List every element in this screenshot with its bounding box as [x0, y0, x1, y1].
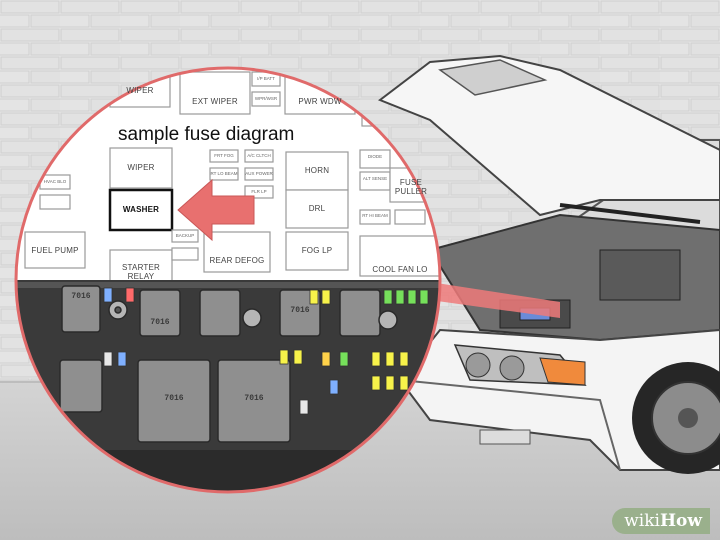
small-fuse-label: BACKUP	[175, 233, 195, 238]
fuse-label-pwr-wdw: PWR WDW	[298, 97, 342, 106]
small-fuse-label: AUX POWER	[245, 171, 273, 176]
small-fuse-label: ALT SENSE	[362, 176, 388, 181]
fuse-label-fuel-pump: FUEL PUMP	[31, 246, 79, 255]
fuse-label-fog-lp: FOG LP	[301, 246, 333, 255]
small-fuse-label: RT LO BEAM	[210, 171, 238, 176]
small-fuse-label: HVAC BLO	[43, 179, 67, 184]
small-fuse-label: DIODE	[367, 154, 383, 159]
relay-code-label: 7016	[150, 318, 170, 327]
small-fuse-label: WPR/WSR	[254, 96, 278, 101]
fuse-label-cool-fan-lo: COOL FAN LO	[372, 265, 428, 274]
small-fuse-label: RT HI BEAM	[362, 213, 388, 218]
fuse-label-starter-relay: STARTER RELAY	[122, 263, 160, 281]
zoom-circle-border	[14, 66, 442, 494]
relay-large-2	[217, 359, 291, 443]
logo-wiki-text: wiki	[624, 511, 660, 531]
washer-fuse	[108, 188, 174, 232]
small-fuse-label: FRT FOG	[214, 153, 234, 158]
car	[377, 54, 720, 474]
fuse-label-horn: HORN	[304, 166, 330, 175]
fuse-label-ext-wiper: EXT WIPER	[192, 97, 238, 106]
small-fuse-label: I/P BATT	[257, 76, 275, 81]
fuse-label-wiper-top: WIPER	[126, 86, 154, 95]
diagram-title: sample fuse diagram	[118, 124, 295, 145]
car-hood	[377, 54, 720, 217]
zoom-circle	[16, 68, 440, 492]
small-fuse-label: A/C CLTCH	[247, 153, 271, 158]
fuse-label-rear-defog: REAR DEFOG	[209, 256, 265, 265]
relay-code-label: 7016	[71, 292, 91, 301]
logo-how-text: How	[659, 511, 702, 531]
relay-code-label: 7016	[244, 394, 264, 403]
fuse-label-drl: DRL	[308, 204, 326, 213]
relay-large	[137, 359, 211, 443]
relay-code-label: 7016	[164, 394, 184, 403]
fuse-label-wiper: WIPER	[127, 163, 155, 172]
fuse-label-washer: WASHER	[122, 205, 160, 214]
fuse-label-fuse-puller: FUSE PULLER	[394, 178, 428, 196]
pointer-beam	[430, 282, 560, 318]
relay-code-label: 7016	[290, 306, 310, 315]
small-fuse-label: FLR LP	[251, 189, 267, 194]
pointer-arrow	[177, 178, 255, 242]
